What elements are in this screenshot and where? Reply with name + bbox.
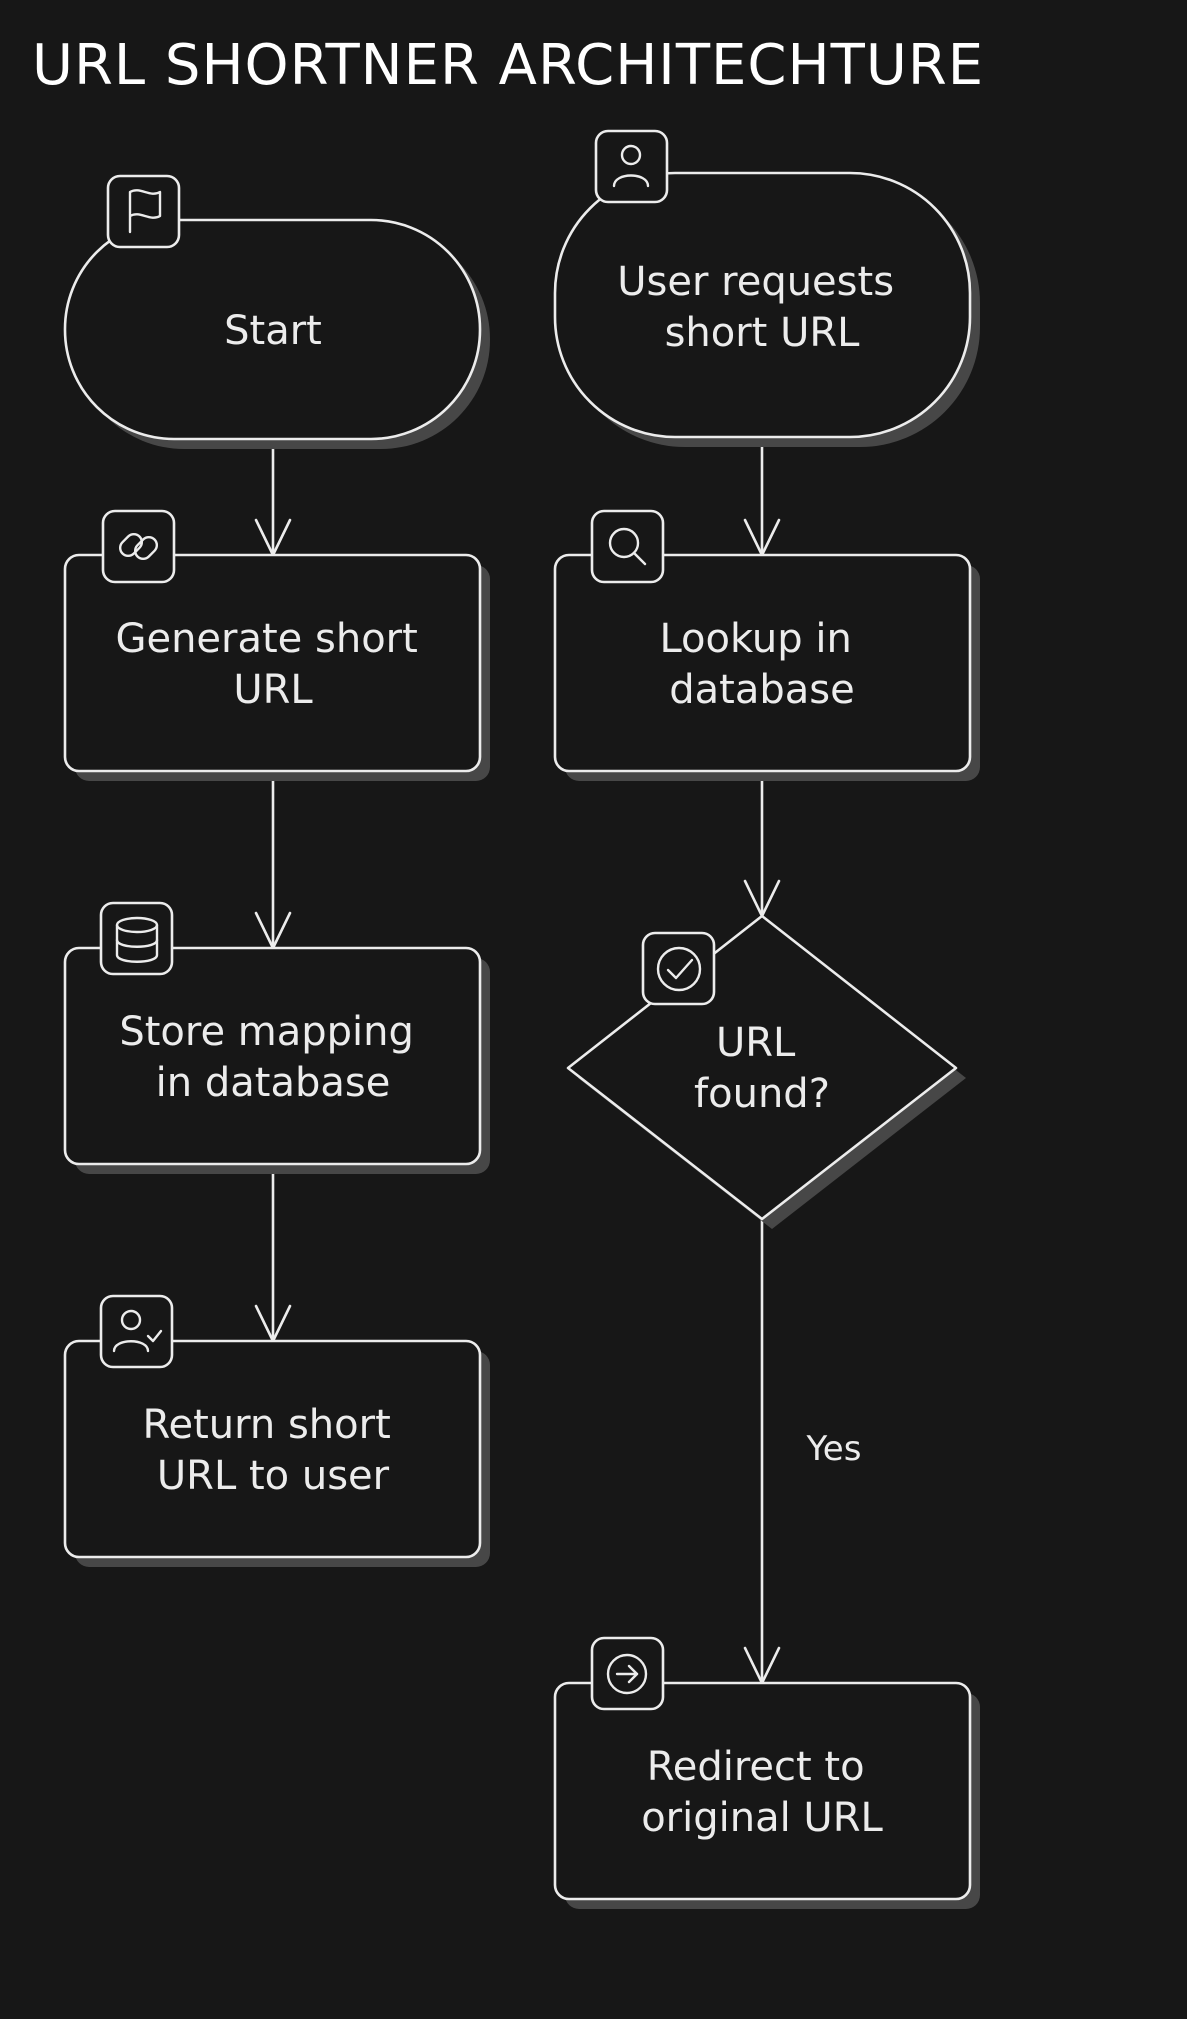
edge-store-to-return (254, 1162, 292, 1343)
search-icon (590, 509, 665, 584)
node-store-label: Store mapping in database (119, 1009, 426, 1106)
edge-start-to-generate (254, 439, 292, 557)
edge-generate-to-store (254, 769, 292, 950)
node-store[interactable]: Store mapping in database (63, 901, 490, 1174)
flag-icon (106, 174, 181, 249)
user-icon (594, 129, 669, 204)
edge-request-to-lookup (743, 439, 781, 557)
node-request[interactable]: User requests short URL (553, 129, 980, 447)
edge-label-yes: Yes (806, 1429, 862, 1469)
user-check-icon (99, 1294, 174, 1369)
node-generate-label: Generate short URL (115, 616, 430, 713)
node-generate[interactable]: Generate short URL (63, 509, 490, 781)
node-return-label: Return short URL to user (143, 1402, 404, 1499)
node-redirect-label: Redirect to original URL (641, 1744, 883, 1841)
edge-lookup-to-found (743, 769, 781, 918)
node-found[interactable]: URL found? (566, 914, 966, 1229)
node-start-label: Start (224, 308, 322, 354)
arrow-circle-right-icon (590, 1636, 665, 1711)
node-redirect[interactable]: Redirect to original URL (553, 1636, 980, 1909)
database-icon (99, 901, 174, 976)
node-request-label: User requests short URL (617, 259, 907, 356)
node-lookup[interactable]: Lookup in database (553, 509, 980, 781)
node-return[interactable]: Return short URL to user (63, 1294, 490, 1567)
edge-found-to-redirect (743, 1217, 781, 1685)
check-circle-icon (641, 931, 716, 1006)
page-title: URL SHORTNER ARCHITECHTURE (32, 33, 984, 98)
link-icon (101, 509, 176, 584)
node-lookup-label: Lookup in database (659, 616, 864, 713)
node-start[interactable]: Start (63, 174, 490, 449)
node-found-label: URL found? (694, 1020, 830, 1117)
